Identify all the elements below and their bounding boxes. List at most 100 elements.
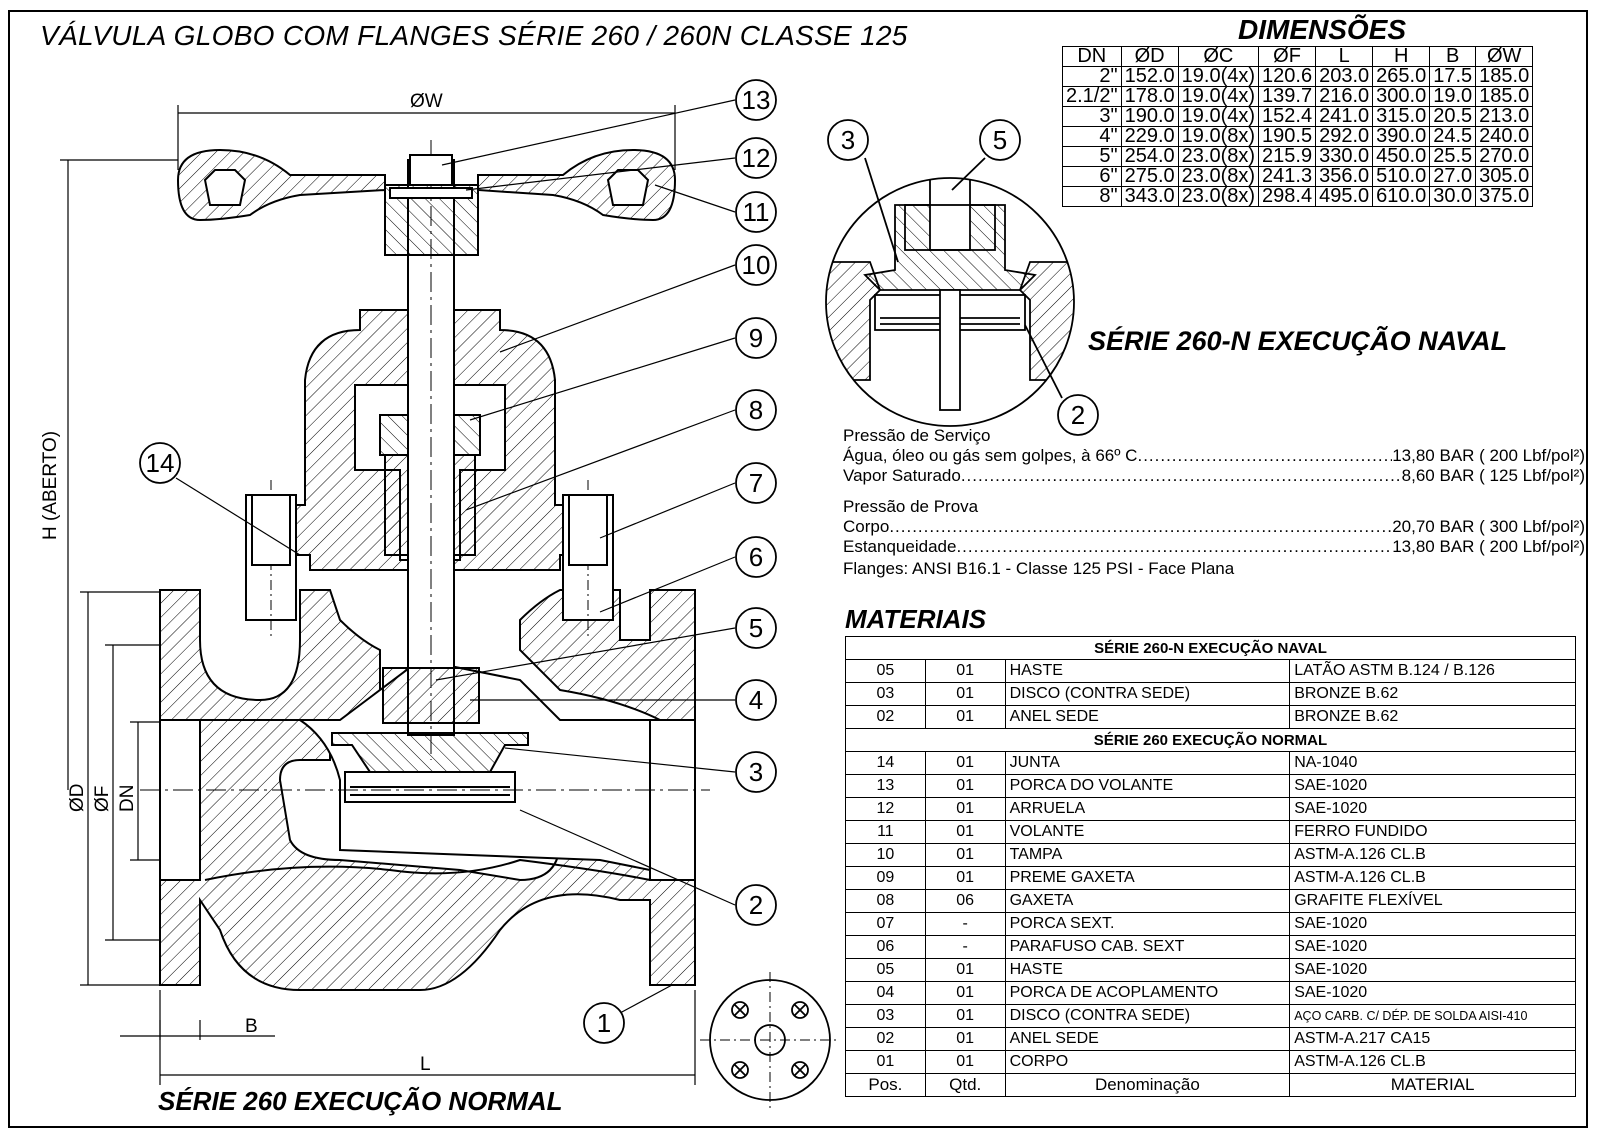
dimensions-cell: 185.0 [1475,86,1534,107]
pressure-label: Água, óleo ou gás sem golpes, à 66º C [843,446,1138,465]
materials-cell: ASTM-A.126 CL.B [1289,843,1576,867]
dim-label-h: H (ABERTO) [40,431,61,540]
materials-cell: - [924,912,1006,936]
materials-cell: ANEL SEDE [1004,705,1291,729]
pressure-label: Corpo [843,517,890,536]
leader-lines [175,99,736,1014]
materials-cell: 11 [845,820,926,844]
materials-row: 07-PORCA SEXT.SAE-1020 [845,912,1576,936]
svg-text:10: 10 [742,250,771,280]
materials-cell: 01 [924,774,1006,798]
dimensions-cell: 610.0 [1372,186,1431,207]
materials-cell: PORCA SEXT. [1004,912,1291,936]
normal-section-row: SÉRIE 260 EXECUÇÃO NORMAL [845,728,1576,752]
materials-cell: DISCO (CONTRA SEDE) [1004,682,1291,706]
materials-cell: 01 [924,659,1006,683]
col-header: ØD [1120,46,1179,67]
dimensions-cell: 241.3 [1258,166,1317,187]
dim-label-f: ØF [92,786,113,812]
materials-cell: PARAFUSO CAB. SEXT [1004,935,1291,959]
materials-cell: CORPO [1004,1050,1291,1074]
dimensions-cell: 152.0 [1120,66,1179,87]
col-header: ØC [1177,46,1260,67]
materials-cell: DISCO (CONTRA SEDE) [1004,1004,1291,1028]
balloon-1: 1 [583,1002,625,1044]
materials-cell: 01 [924,958,1006,982]
svg-text:12: 12 [742,143,771,173]
svg-text:2: 2 [1071,400,1085,430]
dimensions-cell: 5" [1062,146,1122,167]
col-header: ØW [1475,46,1534,67]
dimensions-cell: 450.0 [1372,146,1431,167]
materials-cell: 01 [924,843,1006,867]
svg-text:5: 5 [749,613,763,643]
balloon-6: 6 [735,536,777,578]
naval-section-title: SÉRIE 260-N EXECUÇÃO NAVAL [1088,326,1508,356]
materials-cell: 02 [845,705,926,729]
dimensions-cell: 185.0 [1475,66,1534,87]
materials-cell: 05 [845,659,926,683]
dimensions-cell: 216.0 [1315,86,1374,107]
dimensions-cell: 4" [1062,126,1122,147]
materials-cell: GRAFITE FLEXÍVEL [1289,889,1576,913]
col-header: Pos. [845,1073,926,1097]
dim-label-w: ØW [410,91,443,112]
balloon-3: 3 [735,751,777,793]
materials-cell: 06 [845,935,926,959]
materials-cell: 06 [924,889,1006,913]
dimensions-cell: 203.0 [1315,66,1374,87]
dimensions-cell: 315.0 [1372,106,1431,127]
materials-cell: FERRO FUNDIDO [1289,820,1576,844]
dimensions-cell: 17.5 [1429,66,1477,87]
dimensions-cell: 19.0(4x) [1177,86,1260,107]
materials-cell: 08 [845,889,926,913]
materials-cell: 10 [845,843,926,867]
materials-header-row: Pos. Qtd. Denominação MATERIAL [845,1073,1576,1097]
materials-cell: ASTM-A.217 CA15 [1289,1027,1576,1051]
bolt-hole [791,1061,809,1079]
col-header: L [1315,46,1374,67]
col-header: ØF [1258,46,1317,67]
detail-balloon-3: 3 [827,119,869,161]
test-pressure-line: Corpo 20,70 BAR ( 300 Lbf/pol²) [843,517,1585,537]
materials-cell: ANEL SEDE [1004,1027,1291,1051]
dimensions-cell: 275.0 [1120,166,1179,187]
dimensions-cell: 305.0 [1475,166,1534,187]
materials-cell: 01 [924,705,1006,729]
materials-cell: SAE-1020 [1289,797,1576,821]
dimensions-cell: 292.0 [1315,126,1374,147]
materials-cell: PORCA DE ACOPLAMENTO [1004,981,1291,1005]
dimensions-header-row: DN ØD ØC ØF L H B ØW [1062,46,1534,67]
drawing-frame [8,10,1588,1128]
dim-label-l: L [420,1054,431,1075]
bolt-hole [791,1001,809,1019]
materials-cell: SAE-1020 [1289,912,1576,936]
dimensions-cell: 265.0 [1372,66,1431,87]
materials-cell: SAE-1020 [1289,935,1576,959]
materials-cell: 07 [845,912,926,936]
dimensions-cell: 24.5 [1429,126,1477,147]
materials-cell: 02 [845,1027,926,1051]
dimensions-cell: 241.0 [1315,106,1374,127]
dimensions-cell: 30.0 [1429,186,1477,207]
dimensions-cell: 19.0(4x) [1177,106,1260,127]
dimensions-cell: 120.6 [1258,66,1317,87]
materials-cell: 01 [924,751,1006,775]
dimension-lines [60,105,696,1085]
dimensions-cell: 23.0(8x) [1177,166,1260,187]
pressure-label: Vapor Saturado [843,466,961,485]
dimensions-cell: 190.5 [1258,126,1317,147]
materials-cell: NA-1040 [1289,751,1576,775]
col-header: Qtd. [924,1073,1006,1097]
